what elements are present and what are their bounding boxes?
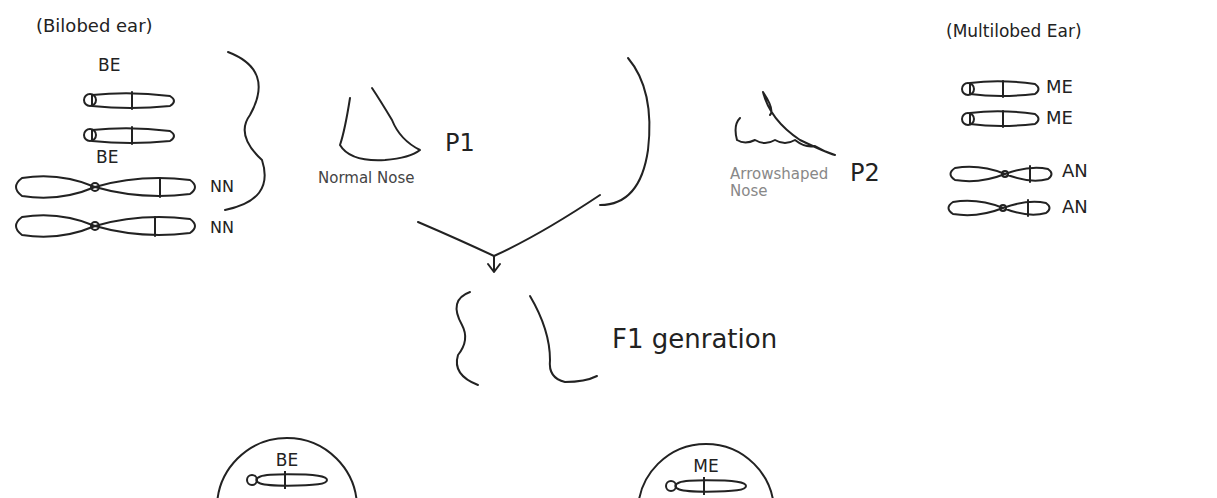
- chromosome: [16, 176, 195, 197]
- text-label: NN: [210, 178, 234, 196]
- text-label: BE: [96, 148, 118, 167]
- nose-outline: [736, 92, 835, 155]
- gamete-circle: BE: [215, 436, 359, 498]
- circle-outline: [638, 444, 774, 498]
- text-label: P2: [850, 160, 880, 186]
- chromosome: [962, 81, 1039, 97]
- text-label: BE: [98, 56, 120, 75]
- chromosome: [256, 474, 327, 485]
- text-label: ME: [1046, 77, 1073, 97]
- chromosome: [962, 111, 1039, 127]
- cross-line: [418, 222, 494, 256]
- text-label: NN: [210, 219, 234, 237]
- gene-locus: [284, 471, 286, 489]
- nose-outline: [530, 296, 597, 382]
- chromosome: [951, 166, 1052, 182]
- gamete-label: BE: [276, 450, 298, 470]
- circle-outline: [217, 438, 357, 498]
- text-label: P1: [445, 130, 475, 156]
- ear-outline: [600, 58, 649, 205]
- cross-line: [494, 195, 600, 256]
- chromosome: [675, 480, 746, 491]
- chromosome: [16, 215, 195, 236]
- chromosome-end: [247, 475, 257, 485]
- text-label: Arrowshaped Nose: [730, 166, 850, 199]
- text-label: AN: [1062, 197, 1088, 217]
- chromosome: [949, 200, 1050, 216]
- chromosome-end: [666, 481, 676, 491]
- cross-arrow: [488, 256, 500, 272]
- chromosome: [84, 92, 174, 109]
- chromosome: [84, 127, 174, 144]
- text-label: (Multilobed Ear): [946, 22, 1082, 41]
- text-label: (Bilobed ear): [36, 16, 153, 36]
- nose-outline: [340, 88, 420, 160]
- gamete-circle: ME: [636, 442, 776, 498]
- ear-outline: [457, 292, 478, 385]
- gene-locus: [703, 477, 705, 495]
- text-label: Normal Nose: [318, 170, 414, 187]
- gamete-label: ME: [693, 456, 718, 476]
- text-label: ME: [1046, 108, 1073, 128]
- text-label: F1 genration: [612, 325, 777, 354]
- text-label: AN: [1062, 161, 1088, 181]
